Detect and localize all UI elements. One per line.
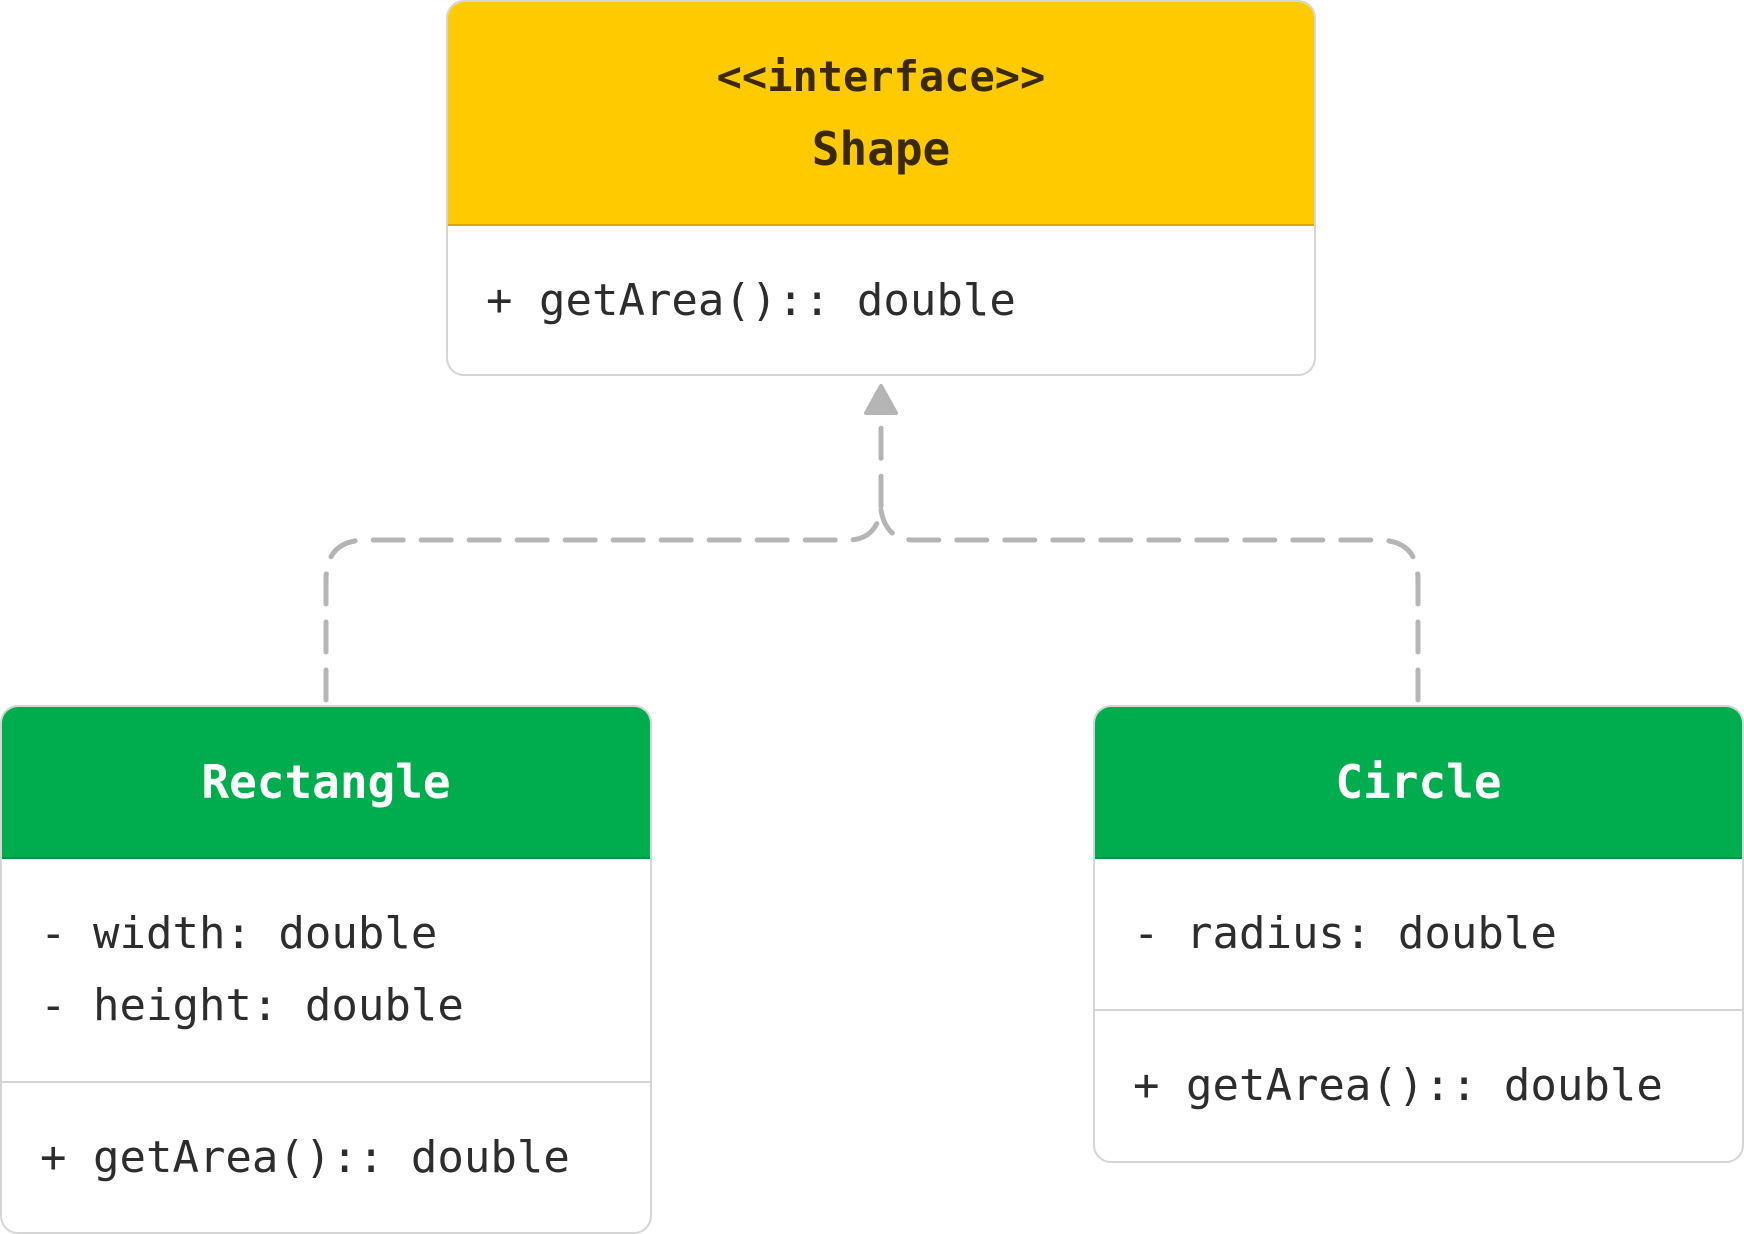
rectangle-attributes: - width: double - height: double — [2, 859, 650, 1081]
circle-to-shape-connector — [878, 507, 1421, 703]
circle-operations: + getArea():: double — [1095, 1009, 1742, 1161]
circle-name: Circle — [1335, 755, 1502, 809]
rectangle-name: Rectangle — [201, 755, 451, 809]
rectangle-attribute: - height: double — [40, 980, 464, 1031]
shape-interface-box[interactable]: <<interface>> Shape + getArea():: double — [446, 0, 1316, 376]
circle-operation: + getArea():: double — [1133, 1060, 1663, 1111]
shape-operation: + getArea():: double — [486, 275, 1016, 326]
interface-stereotype: <<interface>> — [716, 52, 1046, 101]
rectangle-operation: + getArea():: double — [40, 1131, 570, 1183]
realization-arrowhead-icon — [864, 384, 898, 415]
circle-attributes: - radius: double — [1095, 859, 1742, 1009]
rectangle-class-box[interactable]: Rectangle - width: double - height: doub… — [0, 705, 652, 1234]
shape-header: <<interface>> Shape — [448, 2, 1314, 226]
shape-operations: + getArea():: double — [448, 226, 1314, 374]
rectangle-attribute: - width: double — [40, 908, 438, 959]
rectangle-header: Rectangle — [2, 707, 650, 859]
circle-class-box[interactable]: Circle - radius: double + getArea():: do… — [1093, 705, 1744, 1163]
shape-name: Shape — [811, 122, 951, 176]
rectangle-operations: + getArea():: double — [2, 1081, 650, 1232]
circle-attribute: - radius: double — [1133, 908, 1557, 959]
circle-header: Circle — [1095, 707, 1742, 859]
rectangle-to-shape-connector — [323, 417, 884, 703]
